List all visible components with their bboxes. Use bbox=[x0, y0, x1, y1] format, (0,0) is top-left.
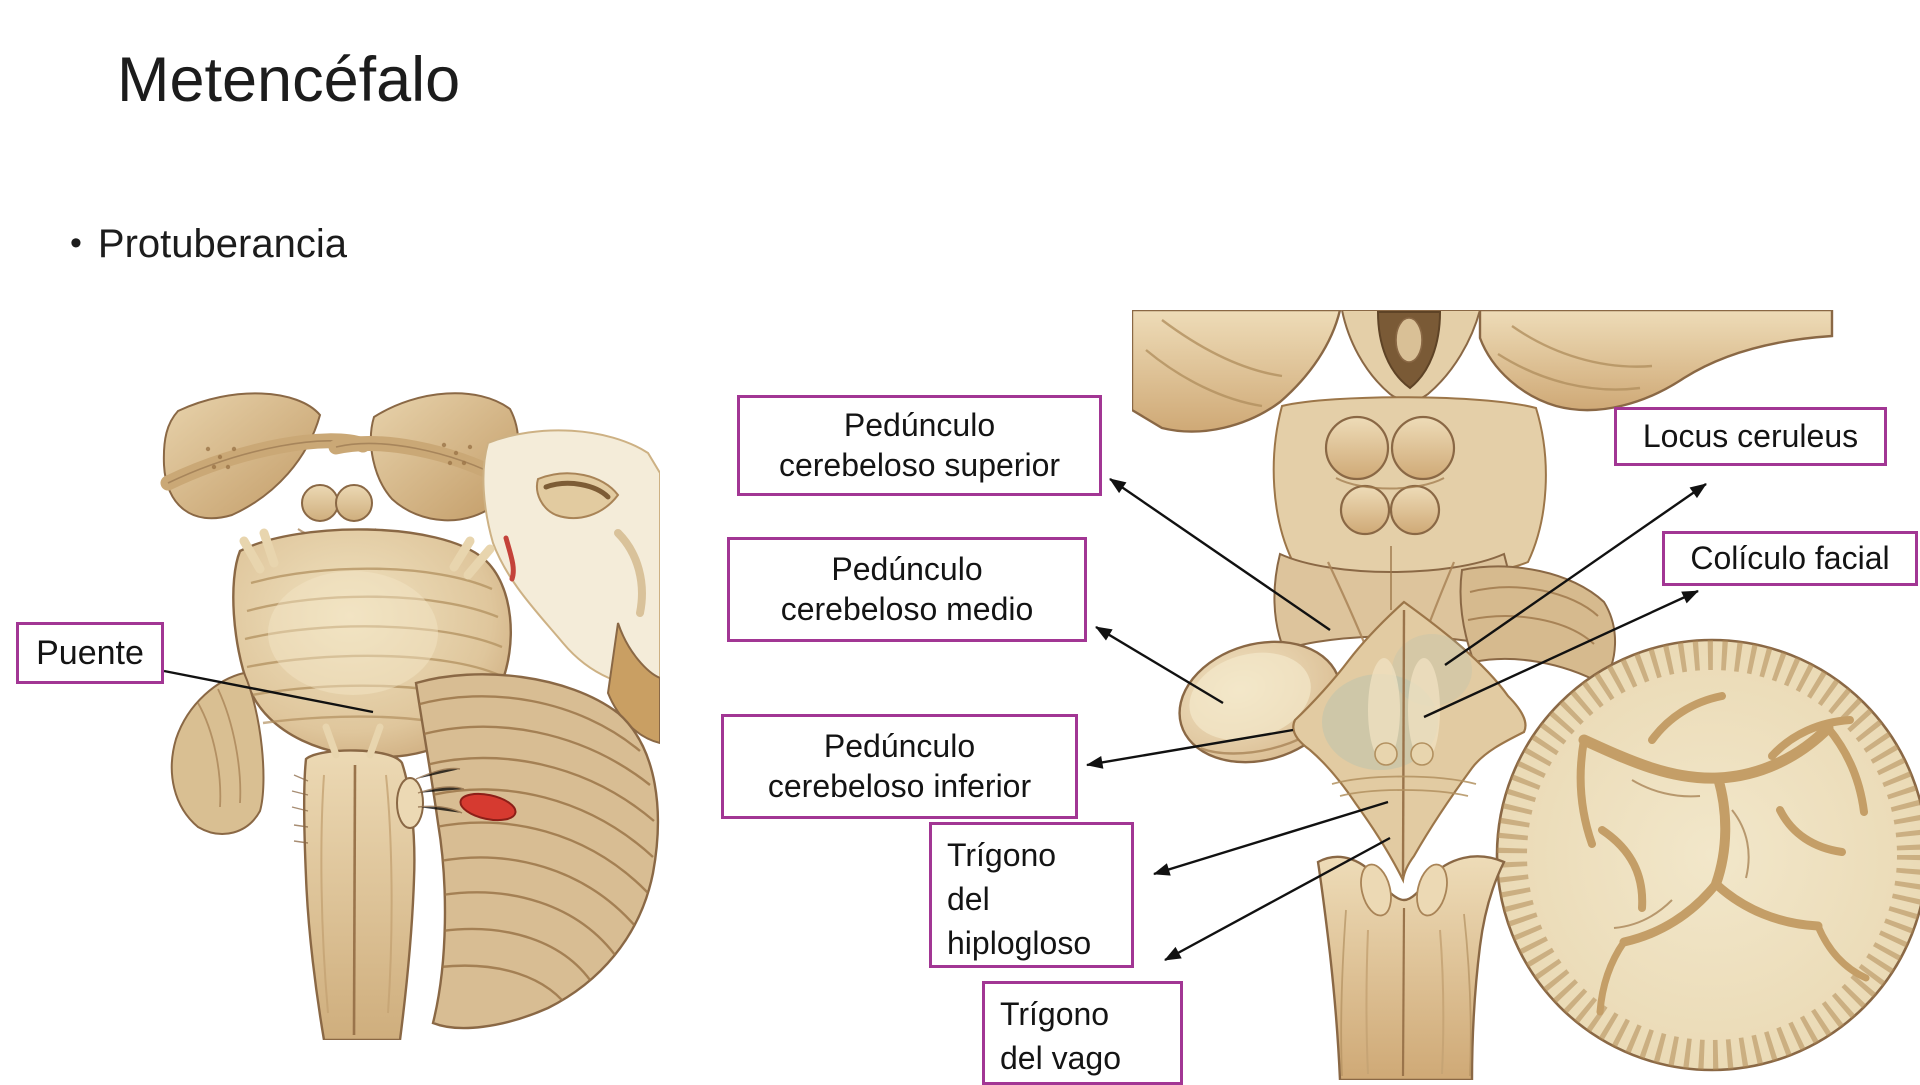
label-trigono-del-hipogloso: Trígono del hiplogloso bbox=[929, 822, 1134, 968]
cerebellum-section bbox=[1495, 638, 1920, 1072]
folia-rib-ring bbox=[1497, 640, 1920, 1070]
red-structure bbox=[459, 792, 517, 822]
ventral-brainstem-illustration bbox=[160, 392, 660, 1040]
cranial-nerve-rootlets bbox=[291, 767, 465, 844]
cerebellum-folia bbox=[414, 673, 660, 1030]
bullet-icon: • bbox=[70, 224, 82, 262]
bullet-text: Protuberancia bbox=[97, 222, 347, 266]
label-trigono-del-vago: Trígono del vago bbox=[982, 981, 1183, 1085]
cerebral-peduncles bbox=[160, 392, 520, 522]
cut-hemisphere-surface bbox=[482, 429, 660, 745]
label-pedunculo-cerebeloso-medio: Pedúnculo cerebeloso medio bbox=[727, 537, 1087, 642]
pulvinar-left bbox=[1132, 310, 1342, 433]
pineal-notch bbox=[1340, 310, 1482, 401]
trigeminal-nerve-right bbox=[449, 536, 495, 580]
label-pedunculo-cerebeloso-inferior: Pedúnculo cerebeloso inferior bbox=[721, 714, 1078, 819]
striae-medullares bbox=[1331, 775, 1477, 797]
label-pedunculo-cerebeloso-superior: Pedúnculo cerebeloso superior bbox=[737, 395, 1102, 496]
page-title: Metencéfalo bbox=[117, 45, 461, 115]
trigeminal-nerve-left bbox=[239, 528, 279, 574]
label-puente: Puente bbox=[16, 622, 164, 684]
bullet-line: • Protuberancia bbox=[70, 222, 347, 267]
small-red-vessel bbox=[503, 535, 516, 582]
mammillary-bodies bbox=[297, 484, 377, 541]
cerebellum-left-flap bbox=[170, 671, 265, 835]
label-locus-ceruleus: Locus ceruleus bbox=[1614, 407, 1887, 466]
olive bbox=[396, 777, 424, 829]
medulla-dorsal bbox=[1316, 855, 1506, 1080]
facial-colliculus-bump bbox=[1374, 742, 1398, 766]
colliculi bbox=[1272, 396, 1547, 578]
label-coliculo-facial: Colículo facial bbox=[1662, 531, 1918, 586]
peduncle-dot-texture bbox=[205, 442, 473, 470]
medulla-shape bbox=[291, 723, 465, 1040]
pulvinar-right bbox=[1478, 310, 1834, 412]
abducens-facial-nerves bbox=[322, 723, 384, 759]
arbor-vitae bbox=[1576, 692, 1870, 1016]
arbor-detail-lines bbox=[1613, 779, 1750, 929]
